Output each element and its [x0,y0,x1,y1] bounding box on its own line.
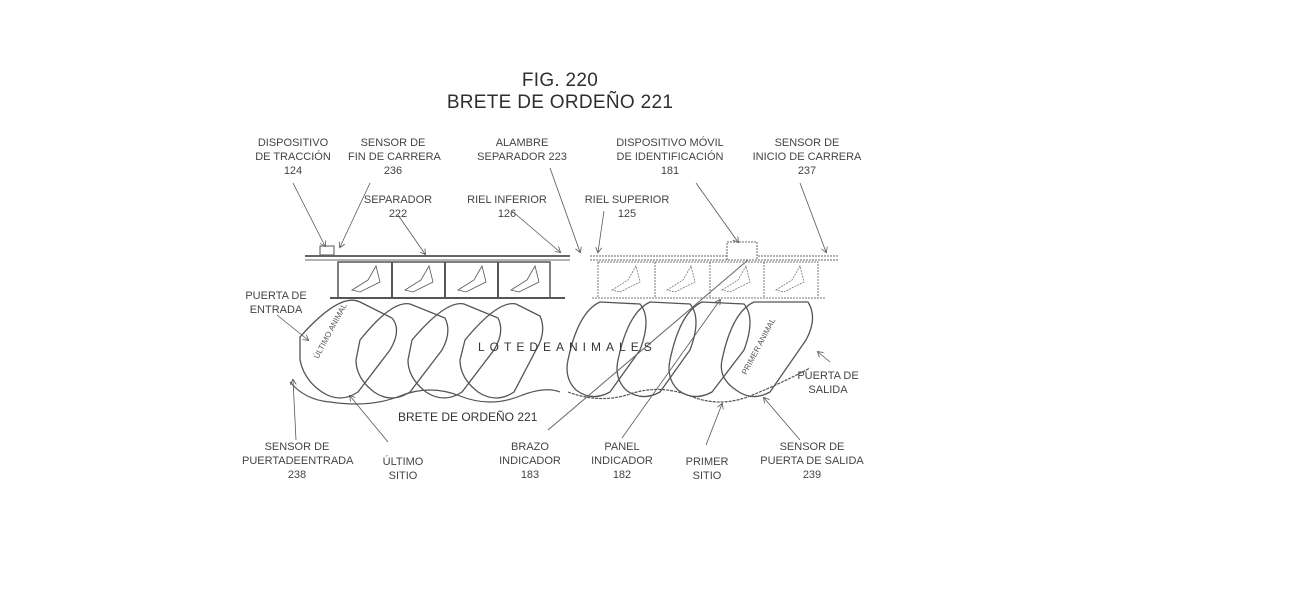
label-milking-parlor: BRETE DE ORDEÑO 221 [398,410,538,424]
top-rail [305,255,838,261]
right-stalls [592,261,825,299]
parlor-bottom-edge-right [567,367,811,403]
leader-lines [276,167,831,446]
left-stalls [330,261,565,299]
figure-number: FIG. 220 [521,70,599,91]
left-stall-ovals [299,299,544,399]
traction-device [319,245,335,256]
label-animal-lot: LOTEDEANIMALES [478,340,657,354]
indicator-arm [547,259,749,431]
figure-title: BRETE DE ORDEÑO 221 [446,92,674,113]
mobile-id-device [726,241,758,261]
parlor-bottom-edge [289,381,561,405]
right-stall-ovals [566,301,814,398]
